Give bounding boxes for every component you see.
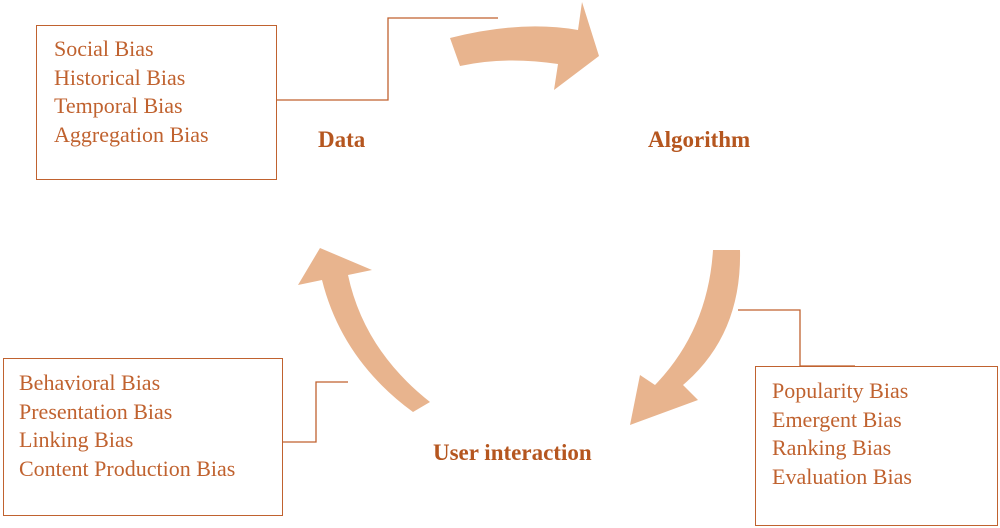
bias-item: Content Production Bias xyxy=(19,455,236,481)
bias-item: Popularity Bias xyxy=(772,378,909,403)
bias-item: Historical Bias xyxy=(54,64,186,90)
arrow-data-to-algorithm xyxy=(450,2,599,90)
algorithm-bias-list: Popularity Bias Emergent Bias Ranking Bi… xyxy=(772,377,997,491)
stage-label-data: Data xyxy=(318,127,366,152)
user-interaction-bias-list: Behavioral Bias Presentation Bias Linkin… xyxy=(19,369,282,483)
bias-item: Linking Bias xyxy=(19,427,134,452)
connector-user-box xyxy=(283,381,348,443)
data-bias-box: Social Bias Historical Bias Temporal Bia… xyxy=(36,25,277,180)
bias-item: Emergent Bias xyxy=(772,406,902,432)
bias-item: Ranking Bias xyxy=(772,435,892,460)
arrow-algorithm-to-user xyxy=(630,250,741,425)
bias-item: Presentation Bias xyxy=(19,398,173,424)
bias-item: Aggregation Bias xyxy=(54,121,209,147)
arrow-user-to-data xyxy=(298,248,430,412)
bias-item: Social Bias xyxy=(54,36,154,61)
connector-data-box xyxy=(277,17,498,101)
bias-item: Behavioral Bias xyxy=(19,370,161,395)
user-interaction-bias-box: Behavioral Bias Presentation Bias Linkin… xyxy=(3,358,283,516)
stage-label-user-interaction: User interaction xyxy=(433,440,592,465)
stage-label-algorithm: Algorithm xyxy=(648,127,751,152)
connector-algorithm-box xyxy=(738,309,855,367)
algorithm-bias-box: Popularity Bias Emergent Bias Ranking Bi… xyxy=(755,366,998,526)
bias-item: Temporal Bias xyxy=(54,93,183,118)
data-bias-list: Social Bias Historical Bias Temporal Bia… xyxy=(54,35,276,149)
bias-item: Evaluation Bias xyxy=(772,463,912,489)
